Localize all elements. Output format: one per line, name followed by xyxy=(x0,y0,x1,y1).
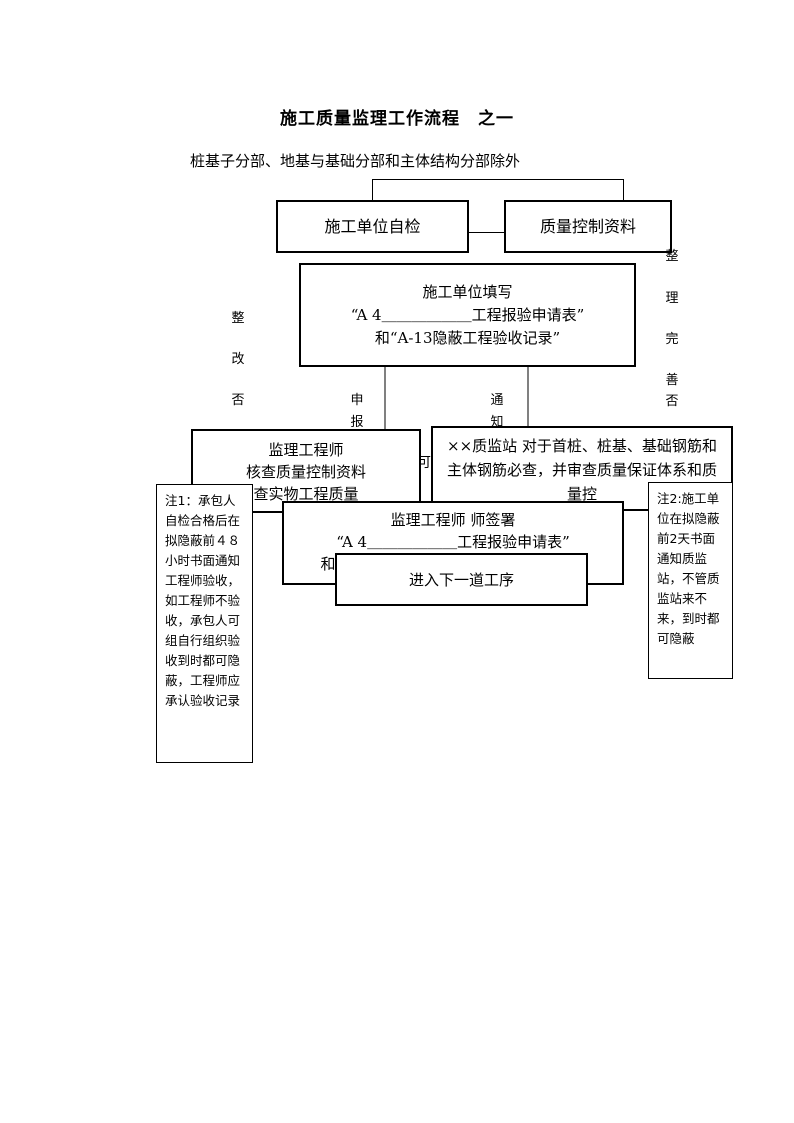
improve-char-1: 整 xyxy=(665,249,679,264)
self-check-box: 施工单位自检 xyxy=(276,200,469,253)
quality-docs-box: 质量控制资料 xyxy=(504,200,672,253)
rectify-char-1: 整 xyxy=(231,311,245,326)
next-step-label: 进入下一道工序 xyxy=(408,570,514,589)
engineer-line-1: 监理工程师 xyxy=(268,441,344,459)
note-2: 注2:施工单位在拟隐蔽前2天书面通知质监站，不管质监站来不来，到时都可隐蔽 xyxy=(648,482,733,679)
rectify-char-3: 否 xyxy=(231,393,245,408)
report-char-1: 申 xyxy=(350,393,364,408)
engineer-line-3: 查实物工程质量 xyxy=(253,485,359,503)
sign-line-1: 监理工程师 师签署 xyxy=(390,511,516,529)
page-subtitle: 桩基子分部、地基与基础分部和主体结构分部除外 xyxy=(190,152,521,170)
improve-char-2: 理 xyxy=(665,291,679,306)
notify-char-1: 通 xyxy=(490,393,504,408)
fill-application-box: 施工单位填写 “A 4＿＿＿＿＿＿工程报验申请表” 和“A-13隐蔽工程验收记录… xyxy=(299,263,636,367)
page-title: 施工质量监理工作流程 之一 xyxy=(280,109,514,129)
improve-char-4: 善 xyxy=(665,373,679,388)
fill-line-1: 施工单位填写 xyxy=(422,282,513,301)
sign-line-3: 和 xyxy=(320,555,336,573)
note-1: 注1：承包人自检合格后在拟隐蔽前４８小时书面通知工程师验收，如工程师不验收，承包… xyxy=(156,484,253,763)
rectify-char-2: 改 xyxy=(231,352,245,367)
fill-line-3: 和“A-13隐蔽工程验收记录” xyxy=(374,328,561,347)
sign-line-2: “A 4＿＿＿＿＿＿工程报验申请表” xyxy=(336,533,570,551)
engineer-line-2: 核查质量控制资料 xyxy=(245,463,366,481)
fill-line-2: “A 4＿＿＿＿＿＿工程报验申请表” xyxy=(350,305,585,324)
quality-docs-label: 质量控制资料 xyxy=(539,216,636,236)
note-1-text: 注1：承包人自检合格后在拟隐蔽前４８小时书面通知工程师验收，如工程师不验收，承包… xyxy=(165,493,241,708)
self-check-label: 施工单位自检 xyxy=(324,216,421,236)
improve-char-3: 完 xyxy=(665,332,679,347)
report-char-2: 报 xyxy=(350,415,364,430)
station-text: ××质监站 对于首桩、桩基、基础钢筋和主体钢筋必查，并审查质量保证体系和质量控 xyxy=(446,437,717,503)
next-step-box: 进入下一道工序 xyxy=(335,553,588,606)
improve-char-5: 否 xyxy=(665,394,679,409)
note-2-text: 注2:施工单位在拟隐蔽前2天书面通知质监站，不管质监站来不来，到时都可隐蔽 xyxy=(657,491,720,646)
